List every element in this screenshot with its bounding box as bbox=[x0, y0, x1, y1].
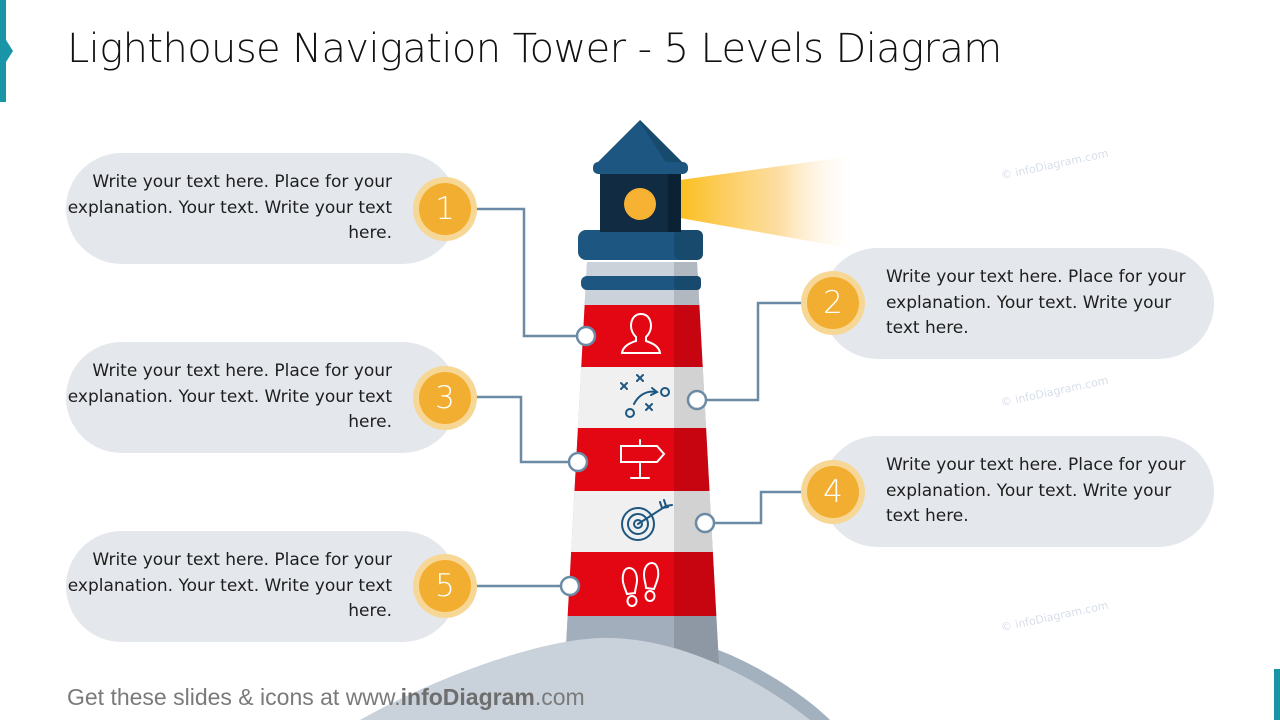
level-1-number: 1 bbox=[419, 183, 471, 235]
footer-brand: infoDiagram bbox=[400, 684, 535, 710]
person-icon bbox=[620, 312, 662, 354]
level-1-textbox: Write your text here. Place for your exp… bbox=[66, 153, 458, 264]
level-4-textbox: Write your text here. Place for your exp… bbox=[822, 436, 1214, 547]
level-5-badge: 5 bbox=[413, 554, 477, 618]
connector-2 bbox=[706, 301, 806, 402]
footer-promo: Get these slides & icons at www.infoDiag… bbox=[67, 684, 585, 711]
stripe-red-3 bbox=[562, 428, 722, 491]
hill bbox=[360, 637, 810, 720]
lamp-light bbox=[624, 188, 656, 220]
level-2-badge: 2 bbox=[801, 271, 865, 335]
level-3-number: 3 bbox=[419, 372, 471, 424]
level-3-text: Write your text here. Place for your exp… bbox=[67, 361, 392, 432]
level-1-badge: 1 bbox=[413, 177, 477, 241]
accent-bar-right bbox=[1274, 669, 1280, 720]
level-4-text: Write your text here. Place for your exp… bbox=[886, 455, 1186, 526]
slide-title: Lighthouse Navigation Tower - 5 Levels D… bbox=[67, 26, 1002, 72]
footer-suffix: .com bbox=[534, 684, 585, 710]
footer-prefix: Get these slides & icons at www. bbox=[67, 684, 401, 710]
stripe-red-5 bbox=[562, 552, 722, 616]
strategy-plan-icon bbox=[620, 374, 670, 418]
level-3-badge: 3 bbox=[413, 366, 477, 430]
level-1-text: Write your text here. Place for your exp… bbox=[67, 172, 392, 243]
target-arrow-icon bbox=[621, 499, 673, 541]
connector-1 bbox=[470, 207, 578, 338]
level-5-number: 5 bbox=[419, 560, 471, 612]
footsteps-icon bbox=[621, 561, 660, 607]
level-3-textbox: Write your text here. Place for your exp… bbox=[66, 342, 458, 453]
level-2-textbox: Write your text here. Place for your exp… bbox=[822, 248, 1214, 359]
level-2-text: Write your text here. Place for your exp… bbox=[886, 267, 1186, 338]
level-4-number: 4 bbox=[807, 466, 859, 518]
level-5-textbox: Write your text here. Place for your exp… bbox=[66, 531, 458, 642]
level-2-number: 2 bbox=[807, 277, 859, 329]
connector-3 bbox=[470, 395, 570, 464]
light-beam bbox=[680, 155, 860, 250]
connector-4 bbox=[713, 490, 806, 525]
accent-bar-tip bbox=[6, 40, 13, 62]
signpost-icon bbox=[620, 439, 666, 479]
connector-node-1 bbox=[575, 325, 597, 347]
connector-node-5 bbox=[559, 575, 581, 597]
connector-node-4 bbox=[694, 512, 716, 534]
level-4-badge: 4 bbox=[801, 460, 865, 524]
connector-node-2 bbox=[686, 389, 708, 411]
connector-lines bbox=[470, 207, 806, 588]
level-5-text: Write your text here. Place for your exp… bbox=[67, 550, 392, 621]
accent-bar-left bbox=[0, 0, 6, 102]
connector-node-3 bbox=[567, 451, 589, 473]
